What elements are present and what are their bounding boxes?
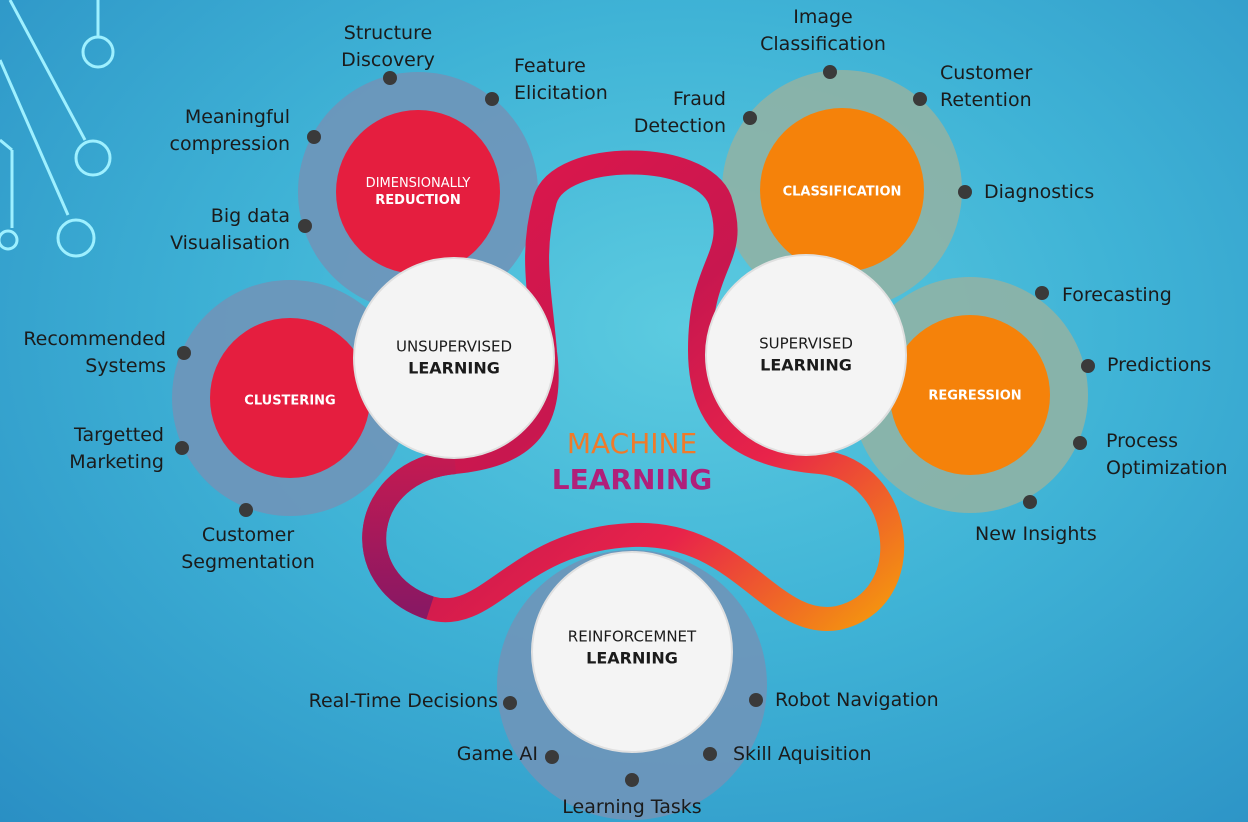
title-line2: LEARNING <box>551 463 713 496</box>
bullet-dot <box>383 71 397 85</box>
bullet-dot <box>1073 436 1087 450</box>
clustering-label: CLUSTERING <box>244 393 335 410</box>
bullet-dot <box>703 747 717 761</box>
circuit-decoration <box>0 0 115 258</box>
bullet-dot <box>175 441 189 455</box>
bullet-dot <box>177 346 191 360</box>
bullet-dot <box>743 111 757 125</box>
app-skill-aquisition: Skill Aquisition <box>733 743 872 765</box>
app-predictions: Predictions <box>1107 354 1212 376</box>
bullet-dot <box>958 185 972 199</box>
supervised-line1: SUPERVISED <box>759 334 853 353</box>
clustering-circle <box>210 318 370 478</box>
app-real-time-decisions: Real-Time Decisions <box>308 690 498 712</box>
app-process-optimization: Process Optimization <box>1106 430 1228 479</box>
supervised-learning-label: SUPERVISED LEARNING <box>759 334 853 377</box>
reinforcement-line1: REINFORCEMNET <box>567 627 697 646</box>
app-diagnostics: Diagnostics <box>984 181 1095 203</box>
regression-label: REGRESSION <box>928 388 1021 405</box>
bullet-dot <box>913 92 927 106</box>
machine-learning-title: MACHINE LEARNING <box>552 426 712 498</box>
bullet-dot <box>749 693 763 707</box>
app-forecasting: Forecasting <box>1062 284 1172 306</box>
bullet-dot <box>545 750 559 764</box>
bullet-dot <box>1023 495 1037 509</box>
app-fraud-detection: Fraud Detection <box>633 88 726 137</box>
unsupervised-core-circle <box>353 257 555 459</box>
regression-text: REGRESSION <box>928 388 1022 404</box>
bullet-dot <box>239 503 253 517</box>
bullet-dot <box>298 219 312 233</box>
dimensionality-reduction-circle <box>336 110 500 274</box>
app-image-classification: Image Classification <box>760 6 886 55</box>
bullet-dot <box>1035 286 1049 300</box>
supervised-core-circle <box>705 254 907 456</box>
app-recommended-systems: Recommended Systems <box>23 328 166 377</box>
bullet-dot <box>1081 359 1095 373</box>
bullet-dot <box>625 773 639 787</box>
app-feature-elicitation: Feature Elicitation <box>514 55 608 104</box>
unsupervised-line1: UNSUPERVISED <box>395 337 513 356</box>
classification-circle <box>760 108 924 272</box>
app-robot-navigation: Robot Navigation <box>775 689 939 711</box>
app-learning-tasks: Learning Tasks <box>562 796 702 818</box>
app-big-data-visualisation: Big data Visualisation <box>170 205 290 254</box>
app-customer-retention: Customer Retention <box>940 62 1033 111</box>
clustering-text: CLUSTERING <box>244 393 336 409</box>
bullet-dot <box>503 696 517 710</box>
dimensionality-line1: DIMENSIONALLY <box>365 176 471 191</box>
app-targetted-marketing: Targetted Marketing <box>69 424 164 473</box>
reinforcement-core-circle <box>531 551 733 753</box>
bullet-dot <box>307 130 321 144</box>
title-line1: MACHINE <box>566 427 698 460</box>
app-structure-discovery: Structure Discovery <box>341 22 435 71</box>
supervised-line2: LEARNING <box>760 355 852 375</box>
bullet-dots <box>175 65 1095 787</box>
classification-label: CLASSIFICATION <box>783 184 902 201</box>
bullet-dot <box>823 65 837 79</box>
app-customer-segmentation: Customer Segmentation <box>181 524 315 573</box>
app-new-insights: New Insights <box>975 523 1097 545</box>
bullet-dot <box>485 92 499 106</box>
app-meaningful-compression: Meaningful compression <box>169 106 290 155</box>
unsupervised-line2: LEARNING <box>408 358 500 378</box>
dimensionality-line2: REDUCTION <box>375 193 461 208</box>
app-game-ai: Game AI <box>456 743 538 765</box>
classification-text: CLASSIFICATION <box>782 184 902 200</box>
reinforcement-learning-label: REINFORCEMNET LEARNING <box>568 627 696 670</box>
dimensionality-reduction-label: DIMENSIONALLY REDUCTION <box>366 175 471 209</box>
unsupervised-learning-label: UNSUPERVISED LEARNING <box>396 337 512 380</box>
reinforcement-line2: LEARNING <box>586 648 678 668</box>
regression-circle <box>890 315 1050 475</box>
ribbon-left-shade <box>362 450 457 620</box>
